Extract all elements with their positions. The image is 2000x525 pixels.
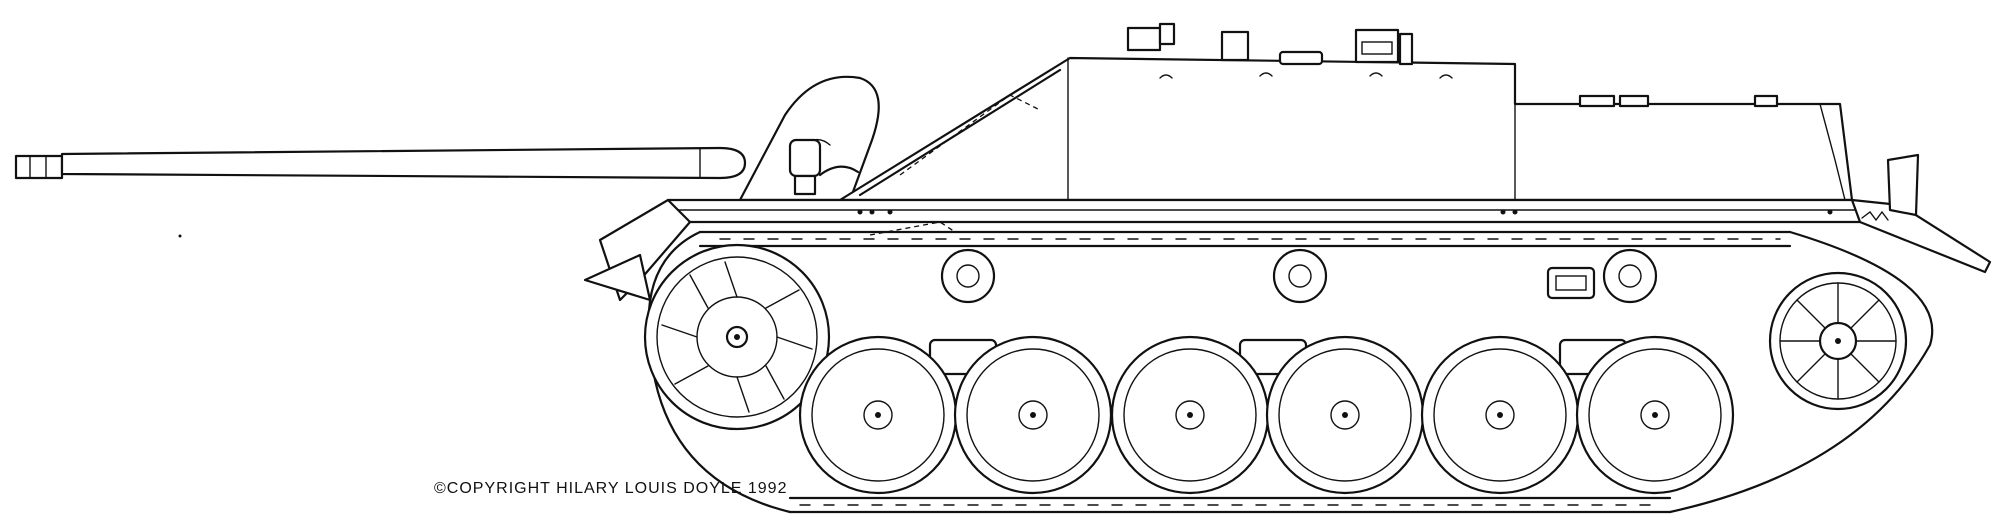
gun-barrel [14, 146, 747, 180]
idler-wheel [1768, 271, 1908, 411]
road-wheel [798, 335, 958, 495]
road-wheel [953, 335, 1113, 495]
return-rollers [940, 248, 1658, 304]
suspension-arms [928, 338, 1628, 376]
road-wheel [1420, 335, 1580, 495]
road-wheel [1110, 335, 1270, 495]
stray-mark [178, 234, 182, 238]
track [647, 230, 1934, 514]
copyright-notice: ©COPYRIGHT HILARY LOUIS DOYLE 1992 [434, 480, 788, 497]
roof-fittings [1126, 22, 1779, 108]
drive-sprocket [643, 243, 831, 431]
road-wheel [1265, 335, 1425, 495]
road-wheels [798, 335, 1735, 495]
road-wheel [1575, 335, 1735, 495]
hull [583, 153, 1992, 302]
gun-mantlet [738, 75, 880, 202]
